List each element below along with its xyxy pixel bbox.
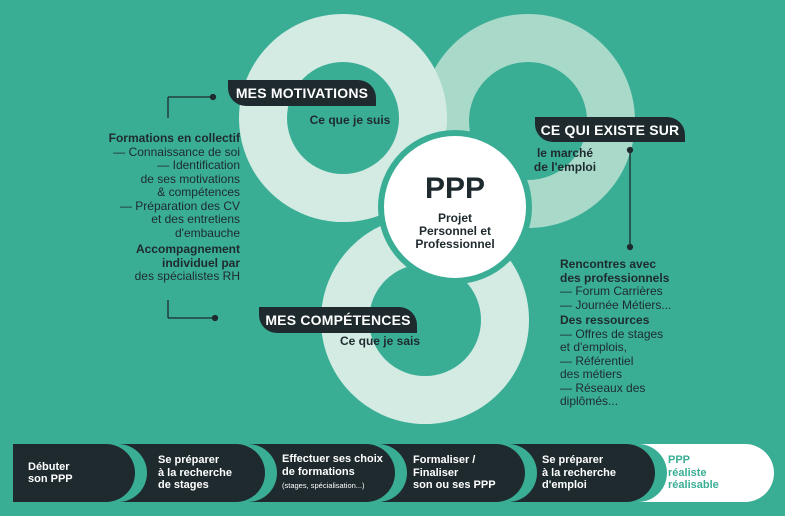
step-1-line2: son PPP <box>28 473 73 485</box>
step-4-line1: Formaliser / <box>413 454 476 467</box>
step-4: Formaliser / Finaliser son ou ses PPP <box>413 444 513 502</box>
step-3: Effectuer ses choix de formations (stage… <box>282 444 392 502</box>
center-subtitle-line3: Professionnel <box>415 237 495 251</box>
step-shape-6 <box>638 444 774 502</box>
right-item-offres-1: — Offres de stages <box>560 326 664 341</box>
right-heading-rencontres-2: des professionnels <box>560 270 670 285</box>
step-shape-2 <box>118 444 265 502</box>
left-heading-formations: Formations en collectif <box>108 131 240 145</box>
step-5-line3: d'emploi <box>542 479 587 492</box>
right-item-referentiel-2: des métiers <box>560 367 623 381</box>
step-shape-4 <box>378 444 525 502</box>
step-shape-5 <box>508 444 655 502</box>
step-6-line3: réalisable <box>668 479 719 492</box>
step-6-line1: PPP <box>668 454 691 467</box>
competences-label: MES COMPÉTENCES <box>259 307 417 333</box>
step-1: Débuter son PPP <box>28 444 118 502</box>
left-item-identification-3: & compétences <box>157 185 240 199</box>
center-subtitle-line1: Projet <box>437 211 472 225</box>
steps-bar <box>13 444 774 502</box>
left-item-preparation-1: — Préparation des CV <box>119 198 240 213</box>
step-1-line1: Débuter <box>28 460 70 473</box>
existe-subtitle-line2: de l'emploi <box>533 160 597 174</box>
step-shape-3 <box>248 444 395 502</box>
left-item-preparation-2: et des entretiens <box>151 212 240 226</box>
right-item-referentiel-1: — Référentiel <box>560 353 634 368</box>
step-6: PPP réaliste réalisable <box>668 444 758 502</box>
left-heading-accompagnement-2: individuel par <box>161 255 240 270</box>
center-disc <box>378 130 532 284</box>
left-item-identification-1: — Identification <box>157 158 240 172</box>
existe-label: CE QUI EXISTE SUR <box>535 117 685 142</box>
step-4-line3: son ou ses PPP <box>413 479 496 492</box>
connector-motivations <box>167 93 217 118</box>
ring-motivations <box>239 14 447 222</box>
step-2: Se préparer à la recherche de stages <box>158 444 258 502</box>
left-item-preparation-3: d'embauche <box>174 225 240 240</box>
motivations-subtitle: Ce que je suis <box>309 113 391 127</box>
right-item-journee: — Journée Métiers... <box>560 297 672 312</box>
left-item-identification-2: de ses motivations <box>140 171 240 186</box>
left-heading-accompagnement-1: Accompagnement <box>135 242 240 256</box>
existe-subtitle-line1: le marché <box>536 146 594 160</box>
existe-subtitle: le marché de l'emploi <box>510 146 620 174</box>
connector-existe <box>626 146 634 251</box>
left-tail-specialistes: des spécialistes RH <box>134 269 240 283</box>
step-2-line2: à la recherche <box>158 466 232 479</box>
right-item-offres-2: et d'emplois, <box>560 340 627 354</box>
connector-competences <box>167 300 219 322</box>
right-text-block: Rencontres avec des professionnels — For… <box>560 257 730 409</box>
step-6-line2: réaliste <box>668 466 707 479</box>
step-4-line2: Finaliser <box>413 466 459 479</box>
step-3-line1: Effectuer ses choix <box>282 453 383 466</box>
step-3-note: (stages, spécialisation...) <box>282 481 365 491</box>
right-item-forum: — Forum Carrières <box>560 284 663 298</box>
step-2-line1: Se préparer <box>158 454 220 467</box>
step-3-line2: de formations <box>282 465 355 478</box>
motivations-label: MES MOTIVATIONS <box>228 80 376 106</box>
competences-subtitle: Ce que je sais <box>339 334 421 348</box>
right-heading-ressources: Des ressources <box>560 313 650 327</box>
center-subtitle-line2: Personnel et <box>418 224 492 238</box>
center-subtitle: Projet Personnel et Professionnel <box>385 212 525 251</box>
step-shape-1 <box>13 444 135 502</box>
right-heading-rencontres-1: Rencontres avec <box>560 257 657 271</box>
step-2-line3: de stages <box>158 479 209 492</box>
step-5-line2: à la recherche <box>542 466 616 479</box>
right-item-reseaux-1: — Réseaux des <box>560 380 646 395</box>
step-5: Se préparer à la recherche d'emploi <box>542 444 642 502</box>
center-title: PPP <box>424 172 486 205</box>
left-item-connaissance: — Connaissance de soi <box>113 144 240 159</box>
right-item-reseaux-2: diplômés... <box>560 394 619 408</box>
left-text-block: Formations en collectif — Connaissance d… <box>70 131 240 284</box>
step-5-line1: Se préparer <box>542 454 604 467</box>
